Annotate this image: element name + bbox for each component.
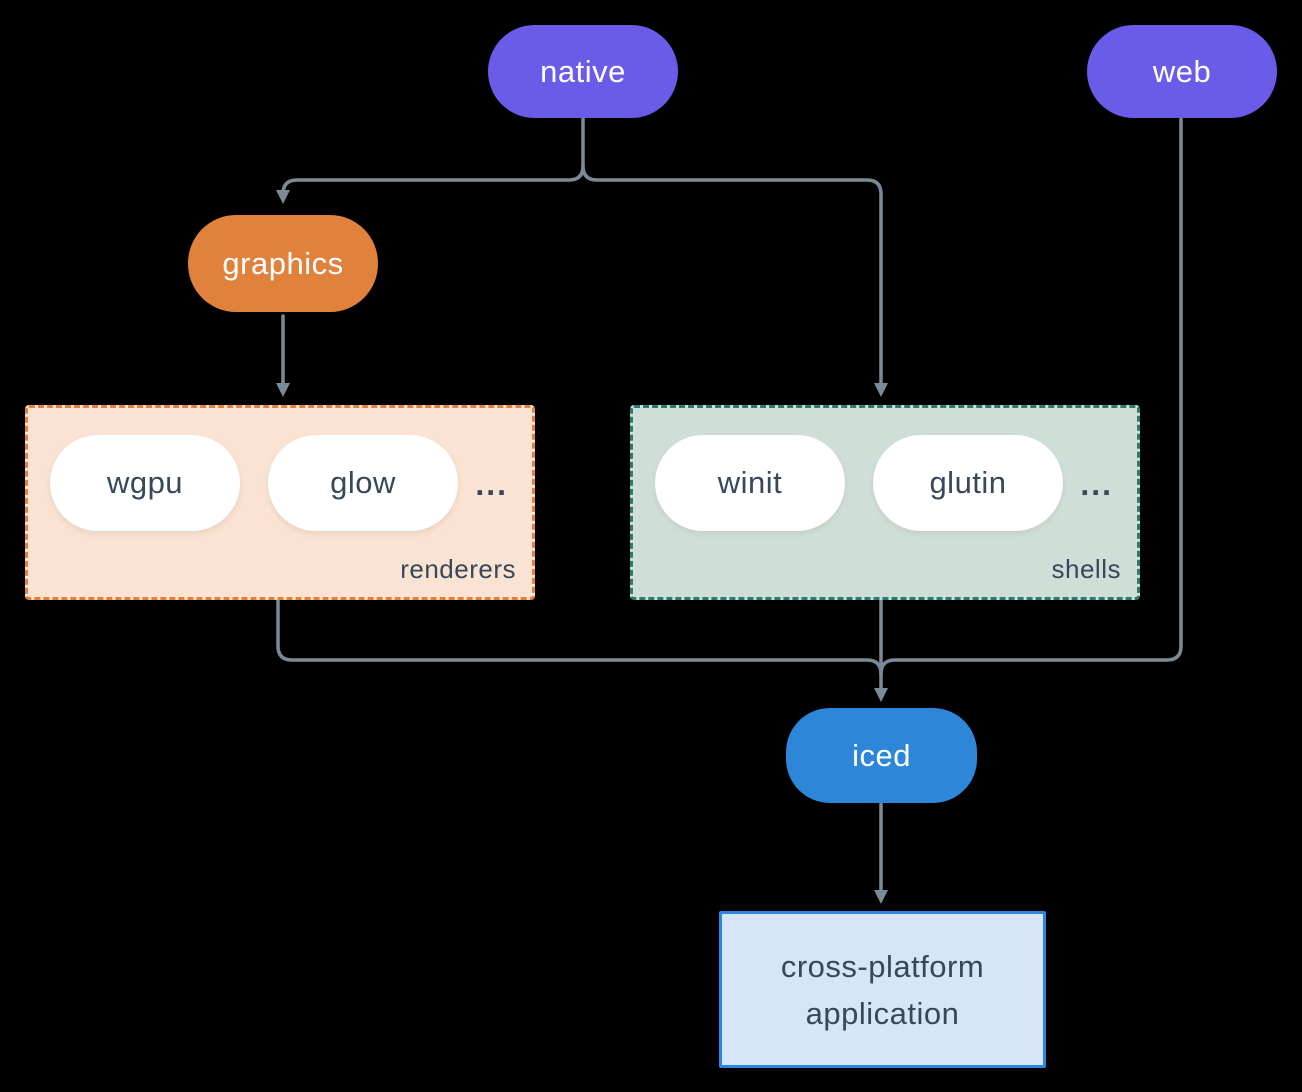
node-native: native bbox=[488, 25, 678, 118]
node-web: web bbox=[1087, 25, 1277, 118]
node-glow: glow bbox=[268, 435, 458, 531]
node-web-label: web bbox=[1152, 53, 1212, 89]
renderers-ellipsis: ... bbox=[475, 466, 508, 502]
edge-native-to-graphics bbox=[276, 116, 585, 204]
node-winit-label: winit bbox=[717, 465, 783, 500]
node-glutin-label: glutin bbox=[929, 465, 1007, 500]
edge-renderers-to-merge bbox=[276, 599, 883, 676]
node-graphics: graphics bbox=[188, 215, 378, 312]
application-label-line2: application bbox=[805, 995, 960, 1031]
node-winit: winit bbox=[655, 435, 845, 531]
node-native-label: native bbox=[540, 53, 626, 89]
node-glow-label: glow bbox=[330, 465, 396, 500]
node-wgpu: wgpu bbox=[50, 435, 240, 531]
node-cross-platform-application: cross-platform application bbox=[719, 911, 1046, 1068]
edge-native-to-shells bbox=[581, 164, 888, 397]
node-wgpu-label: wgpu bbox=[106, 465, 184, 500]
shells-ellipsis: ... bbox=[1080, 466, 1113, 502]
group-shells: winit glutin ... shells bbox=[630, 405, 1140, 600]
group-renderers: wgpu glow ... renderers bbox=[25, 405, 535, 600]
application-label-line1: cross-platform bbox=[780, 948, 985, 984]
node-graphics-label: graphics bbox=[222, 245, 344, 281]
node-iced-label: iced bbox=[852, 737, 911, 773]
node-glutin: glutin bbox=[873, 435, 1063, 531]
node-iced: iced bbox=[786, 708, 977, 803]
shells-group-label: shells bbox=[1051, 554, 1121, 584]
renderers-group-label: renderers bbox=[400, 554, 516, 584]
